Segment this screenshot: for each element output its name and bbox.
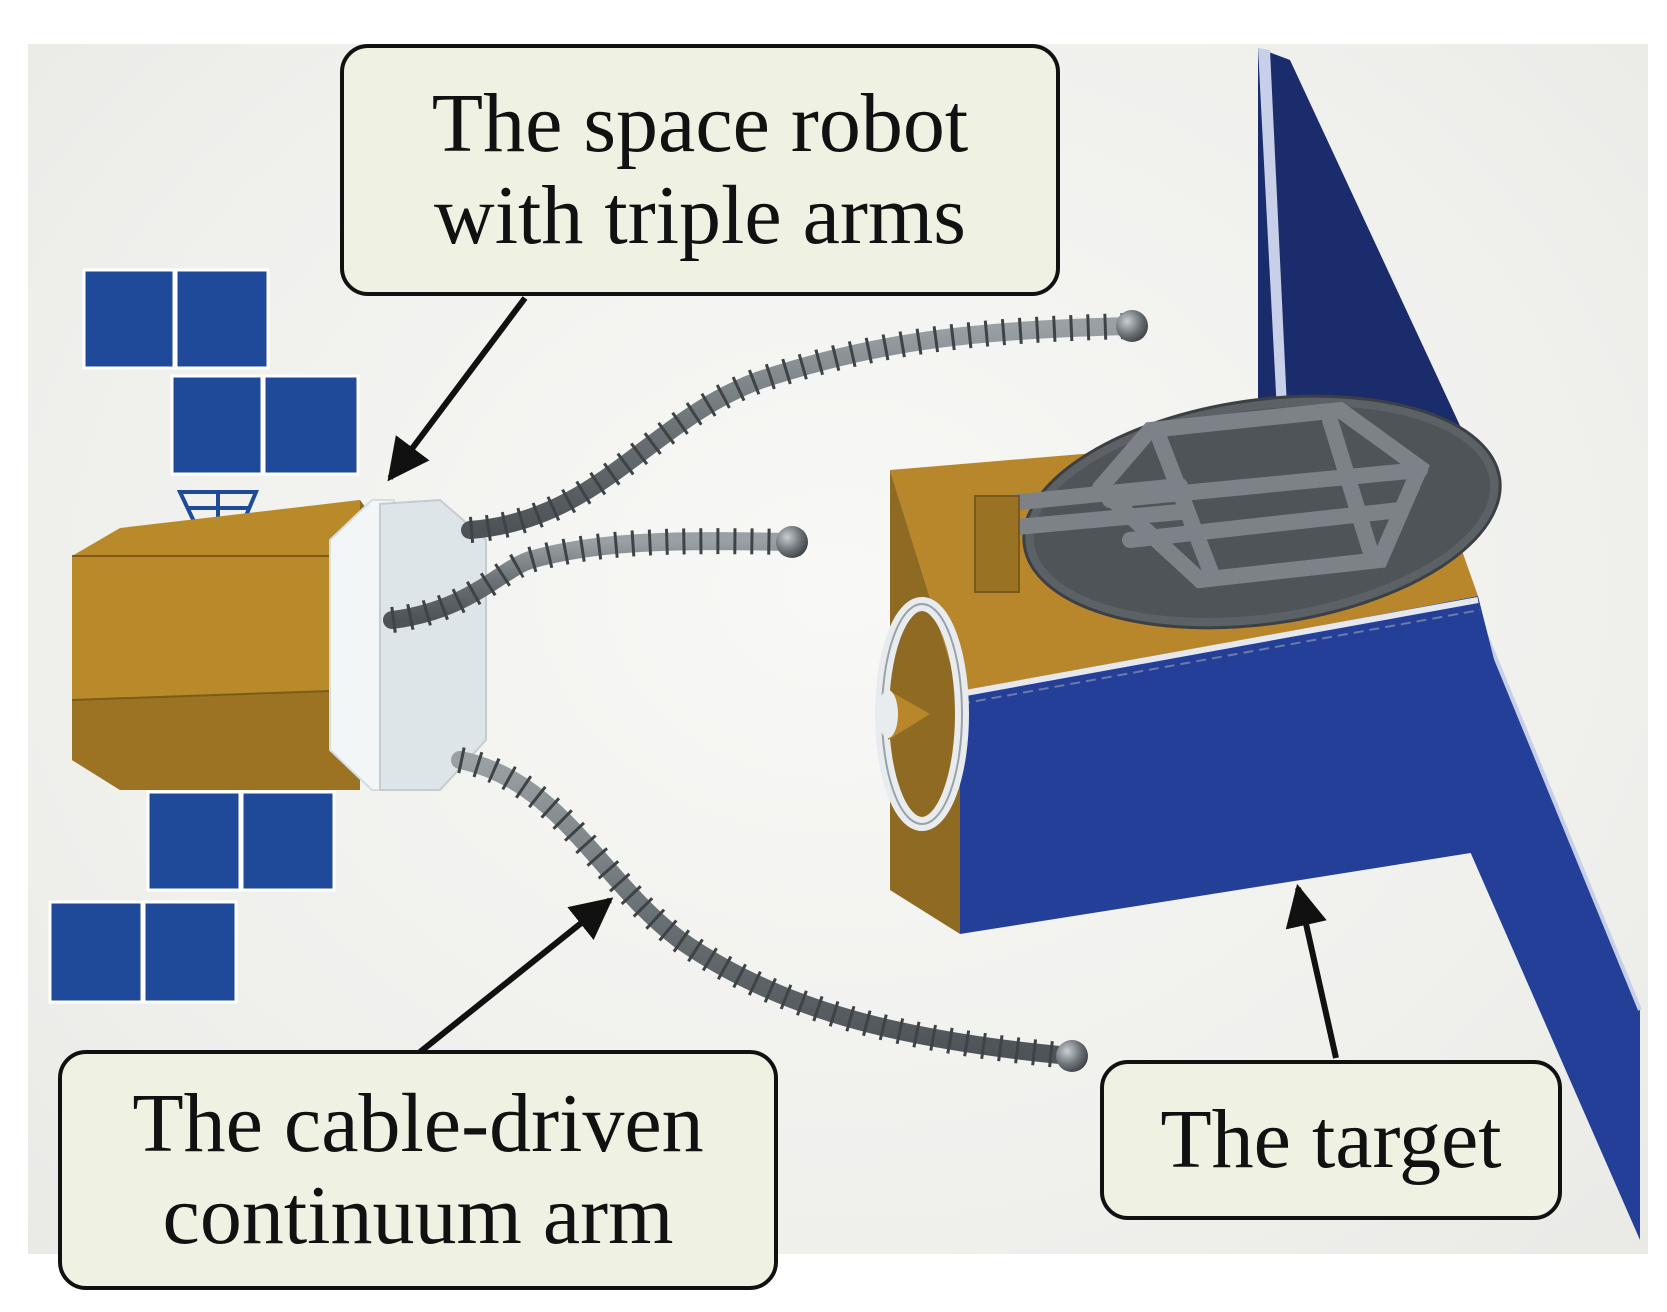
arrow-arm: [418, 897, 614, 1055]
space-robot-bus: [71, 500, 390, 790]
continuum-arm-lower: [451, 747, 1088, 1072]
callout-target: The target: [1100, 1060, 1562, 1220]
arrow-target: [1285, 883, 1339, 1059]
target-grid-frame: [974, 394, 1502, 630]
solar-panel-array-bottom: [48, 790, 336, 1004]
callout-continuum-arm-line-1: The cable-driven: [132, 1076, 704, 1170]
arrow-robot: [387, 296, 528, 482]
target-nozzle-ring: [875, 597, 969, 831]
callout-target-line-1: The target: [1160, 1092, 1502, 1186]
solar-panel-array-top: [82, 268, 360, 476]
callout-space-robot-line-1: The space robot: [431, 76, 969, 170]
continuum-arm-middle: [383, 526, 808, 633]
continuum-arm-upper: [461, 310, 1148, 543]
callout-space-robot: The space robot with triple arms: [340, 44, 1060, 296]
callout-continuum-arm: The cable-driven continuum arm: [58, 1050, 778, 1290]
callout-continuum-arm-line-2: continuum arm: [162, 1169, 674, 1262]
callout-space-robot-line-2: with triple arms: [434, 169, 966, 262]
space-robot-front-face: [379, 498, 487, 791]
